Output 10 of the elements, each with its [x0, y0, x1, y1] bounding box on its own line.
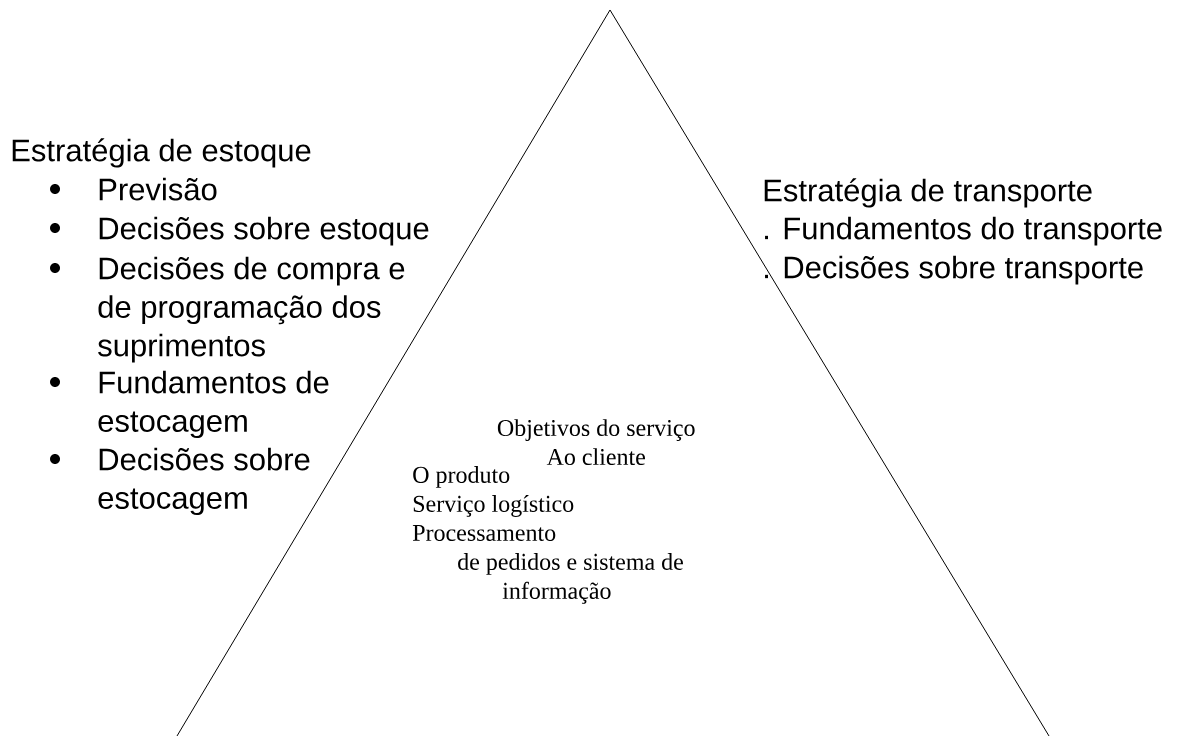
list-item: Decisões sobre estocagem	[98, 447, 310, 516]
list-item: Decisões sobre estoque	[99, 216, 429, 246]
list-item: . Fundamentos do transporte	[765, 216, 1162, 246]
list-item: Estratégia de estoque	[12, 138, 311, 168]
pyramid-text: Objetivos do serviço Ao cliente O produto Serviço logístico Processamento de pedidos e sistema de informação	[412, 419, 695, 604]
list-item: . Decisões sobre transporte	[765, 255, 1143, 285]
list-item: Decisões de compra e de programação dos suprimentos	[98, 256, 405, 363]
list-item: Fundamentos de estocagem	[98, 370, 329, 439]
list-item: Estratégia de transporte	[764, 178, 1092, 208]
list-item: Previsão	[99, 177, 217, 201]
